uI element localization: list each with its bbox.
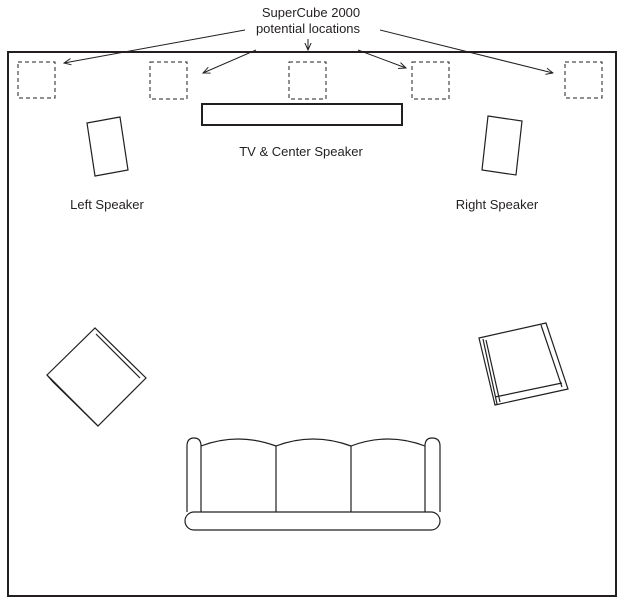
arrow-to-location-4 bbox=[357, 49, 406, 68]
callout-label-line1: SuperCube 2000 bbox=[262, 5, 360, 20]
left-speaker-label: Left Speaker bbox=[70, 197, 144, 212]
arrow-to-location-2 bbox=[203, 49, 257, 73]
potential-locations bbox=[17, 61, 603, 100]
arrow-to-location-1 bbox=[64, 29, 246, 63]
callout-label-line2: potential locations bbox=[256, 21, 361, 36]
potential-location-4 bbox=[411, 61, 450, 100]
right-speaker bbox=[481, 115, 523, 176]
tv-center-speaker bbox=[201, 103, 403, 126]
room-outline bbox=[7, 51, 617, 597]
potential-location-5 bbox=[564, 61, 603, 99]
tv-center-speaker-label: TV & Center Speaker bbox=[239, 144, 363, 159]
left-speaker bbox=[86, 116, 129, 177]
callout-arrows bbox=[64, 29, 553, 73]
arrow-to-location-5 bbox=[379, 29, 553, 73]
right-armchair bbox=[478, 322, 569, 406]
potential-location-2 bbox=[149, 61, 188, 100]
sofa bbox=[184, 437, 441, 531]
left-armchair bbox=[46, 327, 147, 427]
potential-location-1 bbox=[17, 61, 56, 99]
potential-location-3 bbox=[288, 61, 327, 100]
right-speaker-label: Right Speaker bbox=[456, 197, 539, 212]
